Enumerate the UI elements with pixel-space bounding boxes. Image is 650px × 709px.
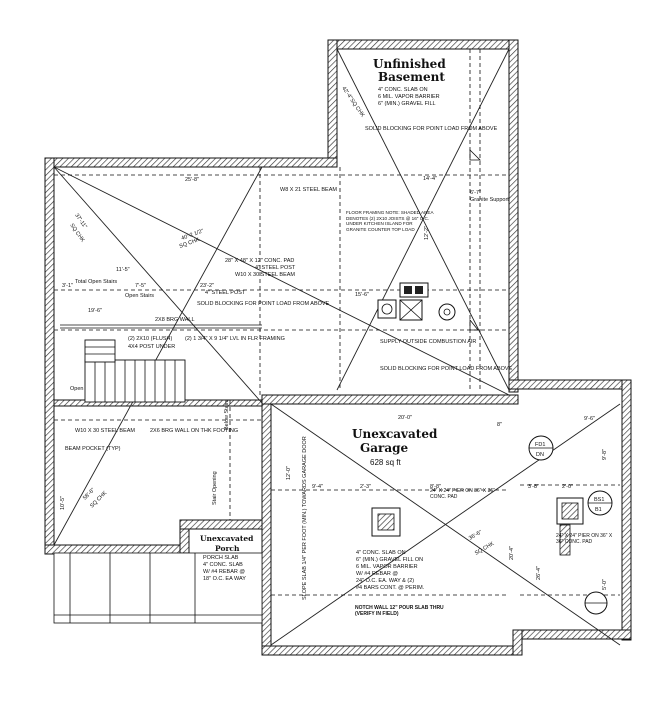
note-brg-wall: 2X6 BRG WALL ON THK FOOTING: [150, 428, 238, 434]
garage-note: 4" CONC. SLAB ON: [356, 550, 406, 556]
note-combustion-air: SUPPLY OUTSIDE COMBUSTION AIR: [380, 339, 476, 345]
room-basement: Unfinished Basement 4" CONC. SLAB ON 6 M…: [373, 57, 446, 107]
dim: 3'-1": [62, 283, 73, 289]
dim: 20'-4": [509, 546, 515, 560]
dim: 11'-5": [116, 267, 130, 273]
garage-title-2: Garage: [360, 441, 409, 455]
dim: 19'-6": [88, 308, 102, 314]
dim: 8'-8": [430, 484, 441, 490]
dim: 26'-4": [536, 566, 542, 580]
dim: 12'-2": [424, 226, 430, 240]
dim: 23'-2": [200, 283, 214, 289]
dim: 9'-6": [584, 416, 595, 422]
dim: 6'-7": [470, 190, 481, 196]
basement-note: 6 MIL. VAPOR BARRIER: [378, 94, 440, 100]
dim: 20'-0": [398, 415, 412, 421]
note-slope-slab: SLOPE SLAB 1/4" PER FOOT (MIN.) TOWARDS …: [302, 436, 308, 600]
porch-note: W/ #4 REBAR @: [203, 569, 245, 575]
basement-title-1: Unfinished: [373, 57, 446, 71]
dim: 25'-8": [185, 177, 199, 183]
garage-note: 24" O.C. EA. WAY & (2): [356, 578, 414, 584]
dim: 12'-0": [286, 466, 292, 480]
porch-note: 18" O.C. EA WAY: [203, 576, 246, 582]
note-pier: 24" X 24" PIER ON 36" X 36" CONC. PAD: [430, 488, 495, 500]
porch-title-2: Porch: [215, 544, 240, 553]
basement-note: 4" CONC. SLAB ON: [378, 87, 428, 93]
note-granite: Granite Support: [470, 197, 509, 203]
note-solid-blocking: SOLID BLOCKING FOR POINT LOAD FROM ABOVE: [197, 301, 330, 307]
basement-title-2: Basement: [378, 70, 445, 84]
stairs: [84, 339, 186, 403]
porch-note: 4" CONC. SLAB: [203, 562, 243, 568]
dim: 10'-5": [60, 496, 66, 510]
note-stair-opening: Stair Opening: [212, 471, 218, 505]
bs1-label: BS1: [594, 497, 604, 503]
beam-lines: [54, 49, 620, 596]
basement-note: 6" (MIN.) GRAVEL FILL: [378, 101, 436, 107]
foundation-walls: [44, 39, 632, 656]
pier-pads: [371, 497, 584, 556]
porch-title-1: Unexcavated: [200, 534, 254, 543]
garage-note: 6" (MIN.) GRAVEL FILL ON: [356, 557, 423, 563]
note-floor-framing: FLOOR FRAMING NOTE: SHADED AREA DENOTES …: [346, 210, 433, 232]
dim: 7'-5": [135, 283, 146, 289]
fd1-label: FD1: [535, 442, 545, 448]
note-solid-blocking: SOLID BLOCKING FOR POINT LOAD FROM ABOVE: [365, 126, 498, 132]
note-beam-pocket: BEAM POCKET (TYP): [65, 446, 121, 452]
note-beam: W8 X 21 STEEL BEAM: [280, 187, 337, 193]
note-brg-wall: 2X8 BRG WALL: [155, 317, 195, 323]
note-stairs: Total Open Stairs: [75, 279, 117, 285]
note-lvl: (2) 1 3/4" X 9 1/4" LVL IN FLR FRAMING: [185, 336, 285, 342]
fd1-sub: DN: [536, 452, 544, 458]
plan-notes: SOLID BLOCKING FOR POINT LOAD FROM ABOVE…: [65, 126, 612, 617]
dim: 9'-8": [602, 449, 608, 460]
section-markers: FD1 DN BS1 B1: [528, 435, 613, 615]
room-garage: Unexcavated Garage 628 sq ft 4" CONC. SL…: [352, 427, 438, 591]
room-porch: Unexcavated Porch PORCH SLAB 4" CONC. SL…: [200, 534, 254, 582]
porch-slab: [53, 552, 263, 624]
porch-note: PORCH SLAB: [203, 555, 239, 561]
note-below-stairs: Below Stairs: [224, 399, 230, 430]
dim: 5'-0": [602, 579, 608, 590]
mechanical-equipment: [377, 149, 481, 331]
garage-note: W/ #4 REBAR @: [356, 571, 398, 577]
bs1-sub: B1: [595, 507, 602, 513]
sq-check: SQ CHK: [474, 541, 496, 557]
garage-note: 6 MIL. VAPOR BARRIER: [356, 564, 418, 570]
garage-area: 628 sq ft: [370, 458, 401, 467]
garage-note: #4 BARS CONT. @ PERIM.: [356, 585, 425, 591]
note-steel-post: 4" STEEL POST: [255, 265, 296, 271]
garage-title-1: Unexcavated: [352, 427, 438, 441]
note-beam: W10 X 30 STEEL BEAM: [235, 272, 295, 278]
dim: 2'-0": [562, 484, 573, 490]
note-stairs: Open Stairs: [125, 293, 154, 299]
note-conc-pad: 28" X 48" X 12" CONC. PAD: [225, 258, 294, 264]
dim: 2'-3": [360, 484, 371, 490]
note-post: 4" STEEL POST: [205, 290, 246, 296]
note-solid-blocking: SOLID BLOCKING FOR POINT LOAD FROM ABOVE: [380, 366, 513, 372]
dim: 14'-4": [423, 176, 437, 182]
note-pier: 24" X 24" PIER ON 36" X 36" CONC. PAD: [556, 533, 612, 545]
dim: 9'-4": [312, 484, 323, 490]
note-post-under: 4X4 POST UNDER: [128, 344, 175, 350]
note-beam: W10 X 30 STEEL BEAM: [75, 428, 135, 434]
dim: 36'-6": [468, 530, 483, 542]
note-notch-wall: NOTCH WALL 12" POUR SLAB THRU (VERIFY IN…: [355, 605, 444, 617]
note-flush: (2) 2X10 (FLUSH): [128, 336, 172, 342]
dim: 15'-6": [355, 292, 369, 298]
dim: 8": [497, 422, 502, 428]
dim: 3'-8": [528, 484, 539, 490]
note-open: Open: [70, 386, 83, 392]
